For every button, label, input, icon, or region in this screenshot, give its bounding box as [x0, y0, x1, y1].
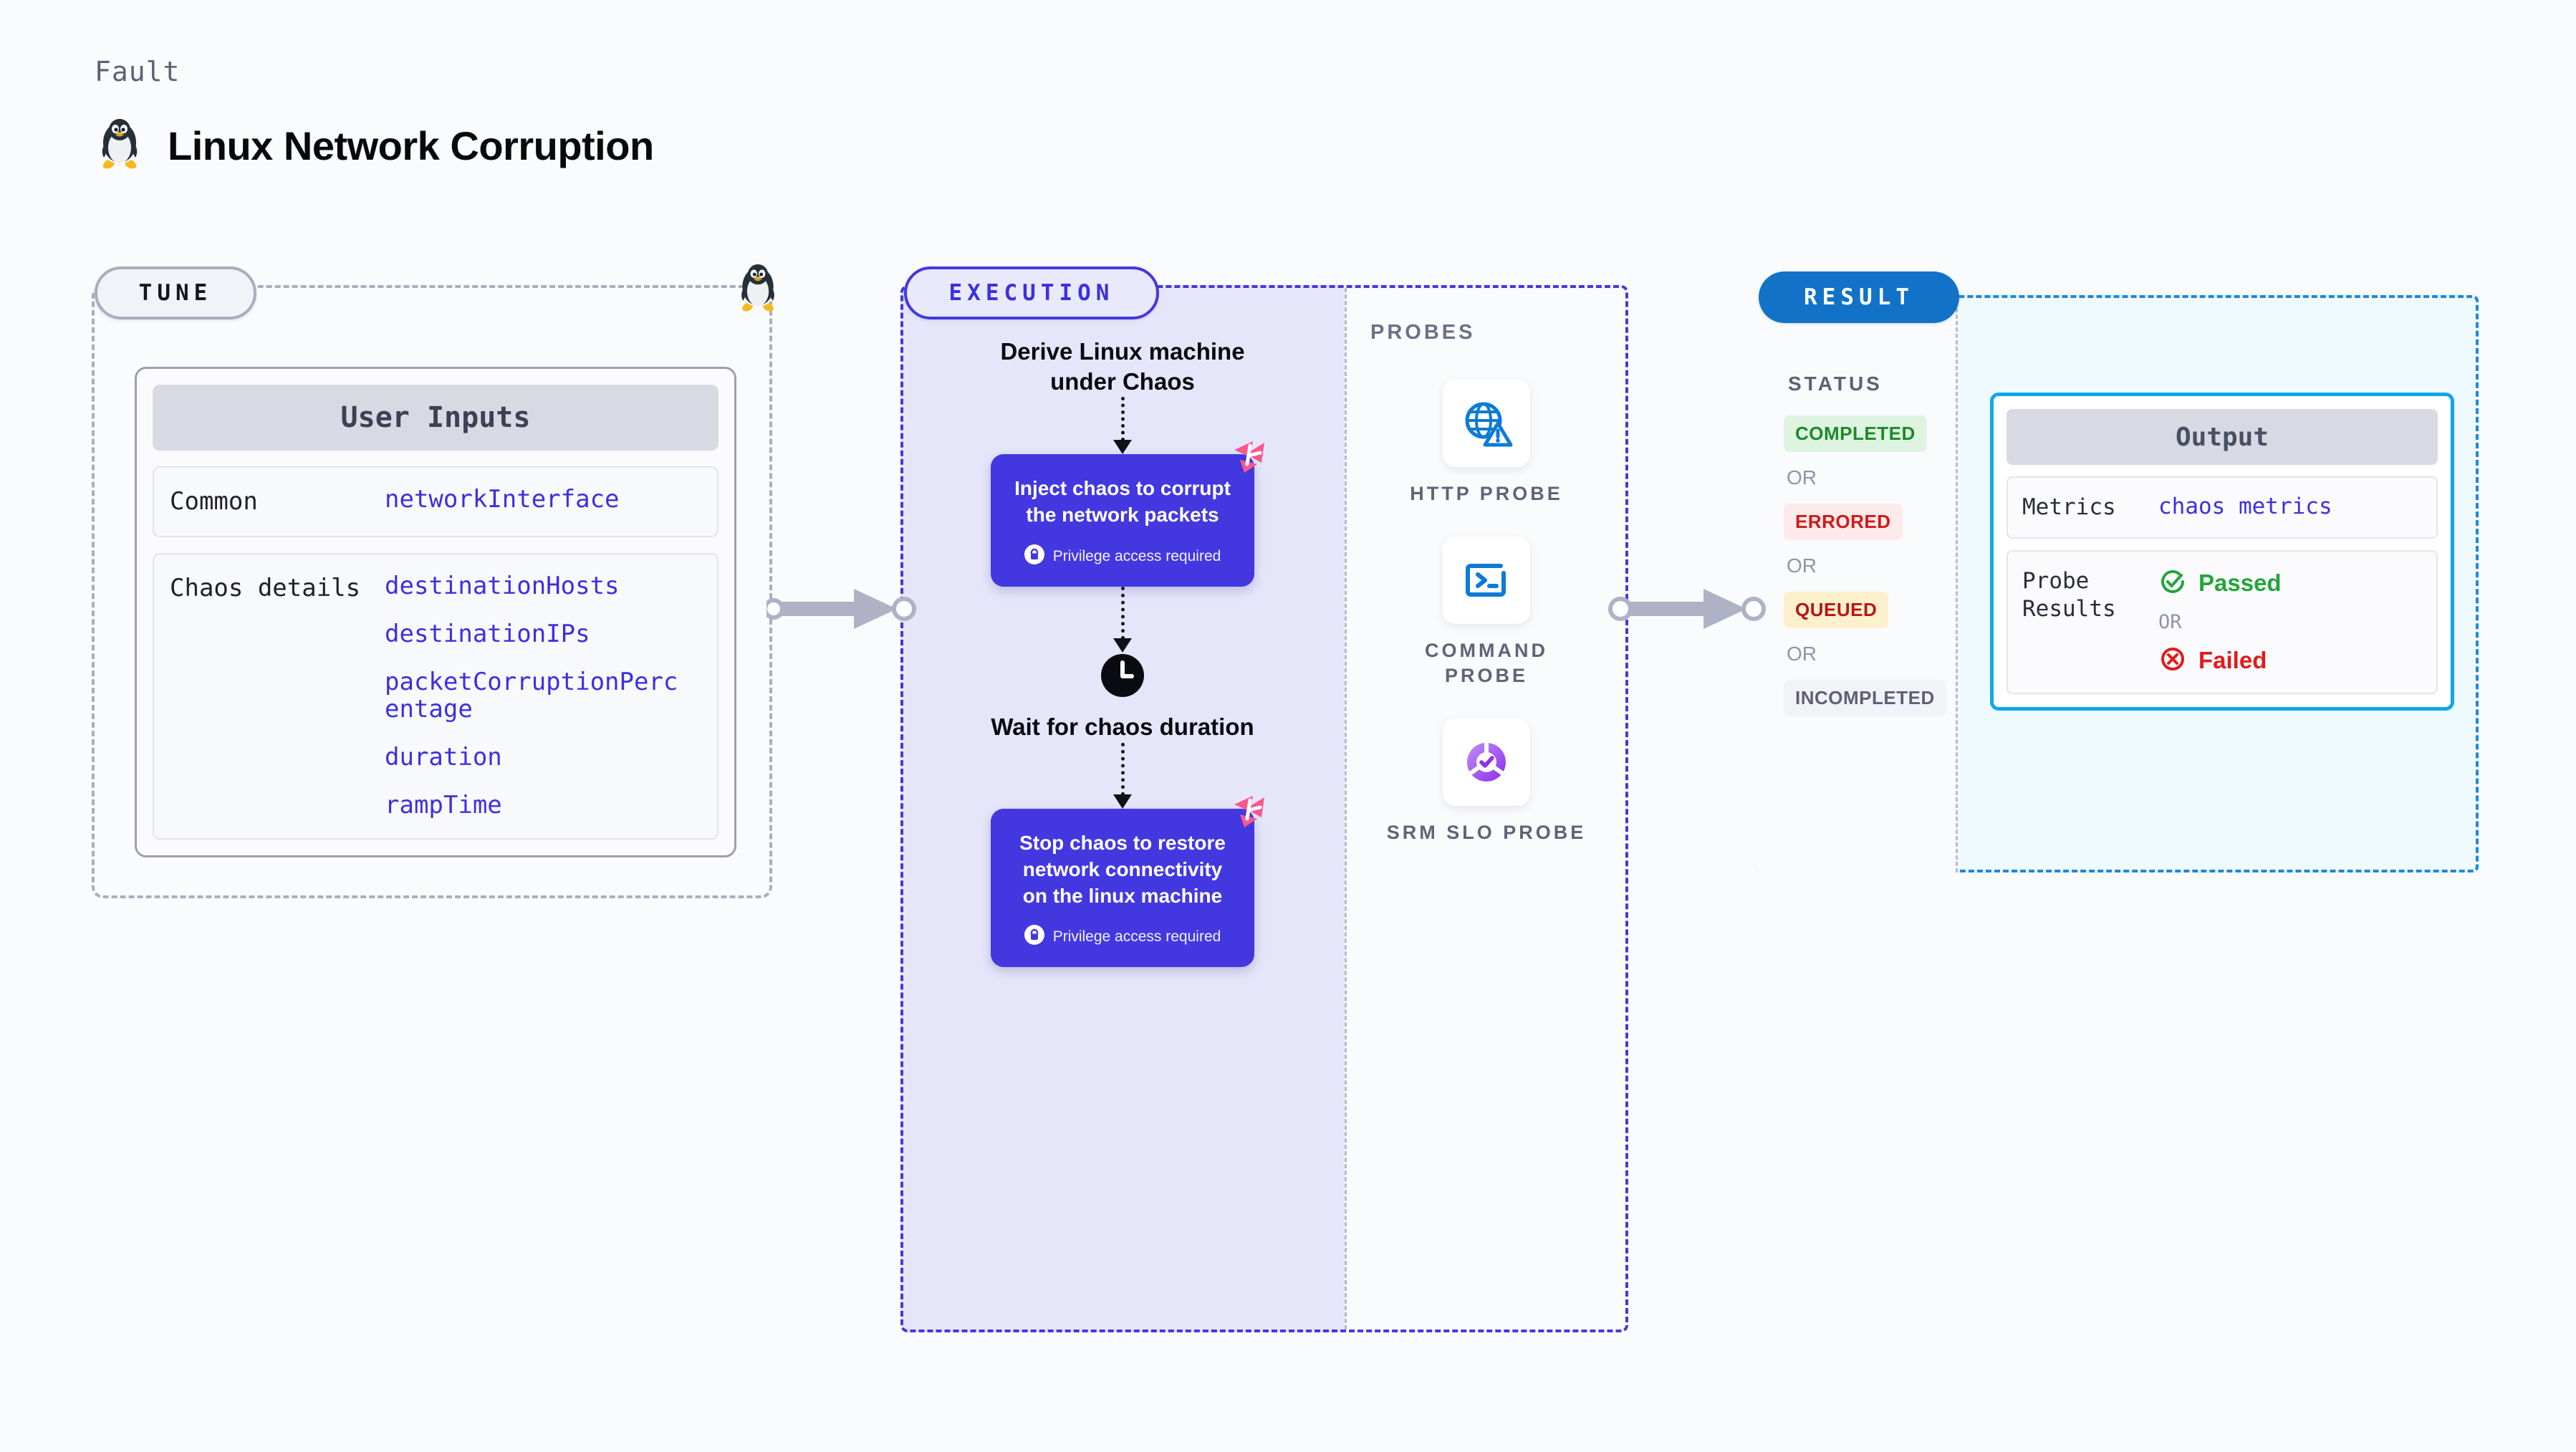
derive-step-label: Derive Linux machine under Chaos — [1000, 338, 1245, 395]
result-badge: RESULT — [1759, 271, 1959, 323]
execution-flow: Derive Linux machine under Chaos Inject … — [900, 337, 1345, 968]
privilege-text: Privilege access required — [1052, 928, 1221, 945]
output-row-key: Probe Results — [2022, 567, 2116, 622]
privilege-row: Privilege access required — [1009, 544, 1236, 568]
stop-chaos-title: Stop chaos to restore network connectivi… — [1019, 831, 1226, 907]
fault-eyebrow-label: Fault — [95, 56, 181, 87]
user-inputs-card: User Inputs Common networkInterface Chao… — [135, 367, 736, 857]
probe-result-or: OR — [2158, 610, 2182, 633]
clock-icon — [1100, 653, 1145, 702]
status-or: OR — [1787, 554, 1817, 577]
result-status-column — [1755, 295, 1958, 872]
probe-passed-label: Passed — [2198, 569, 2282, 597]
flow-arrow-2 — [1113, 587, 1132, 653]
output-metrics-value[interactable]: chaos metrics — [2158, 494, 2332, 519]
probe-label: COMMAND PROBE — [1425, 640, 1548, 687]
status-badge-errored: ERRORED — [1784, 504, 1903, 540]
stop-chaos-card[interactable]: Stop chaos to restore network connectivi… — [991, 795, 1264, 968]
output-row-metrics: Metrics chaos metrics — [2007, 476, 2438, 539]
connector-execution-to-result — [1605, 582, 1777, 640]
probe-item-http[interactable]: HTTP PROBE — [1410, 380, 1563, 506]
output-card: Output Metrics chaos metrics Probe Resul… — [1990, 393, 2454, 711]
tune-panel — [92, 285, 772, 898]
lock-icon — [1024, 544, 1044, 568]
page-title-row: Linux Network Corruption — [97, 118, 654, 173]
tune-row-key: Common — [170, 487, 258, 516]
status-options: COMPLETED OR ERRORED OR QUEUED OR INCOMP… — [1784, 415, 1963, 716]
probe-item-command[interactable]: COMMAND PROBE — [1386, 537, 1587, 688]
probe-label: SRM SLO PROBE — [1386, 822, 1587, 844]
status-heading: STATUS — [1788, 372, 1883, 395]
litmus-chaos-icon — [1229, 436, 1270, 481]
probe-item-srm-slo[interactable]: SRM SLO PROBE — [1387, 718, 1587, 845]
execution-badge: EXECUTION — [904, 266, 1159, 319]
status-or: OR — [1787, 643, 1817, 665]
tux-penguin-corner-icon — [736, 264, 779, 316]
status-badge-queued: QUEUED — [1784, 592, 1889, 628]
tux-penguin-icon — [97, 118, 142, 173]
tune-row-key: Chaos details — [170, 573, 361, 602]
tune-value[interactable]: duration — [385, 743, 502, 772]
status-badge-incompleted: INCOMPLETED — [1784, 680, 1946, 716]
probe-label: HTTP PROBE — [1410, 483, 1563, 504]
privilege-row: Privilege access required — [1009, 925, 1236, 948]
execution-probes-panel — [900, 285, 1628, 1332]
probes-list: HTTP PROBE COMMAND PROBE — [1345, 380, 1628, 845]
tune-value[interactable]: destinationHosts — [385, 571, 620, 600]
status-or: OR — [1787, 466, 1817, 489]
tune-value[interactable]: destinationIPs — [385, 619, 590, 648]
tune-value[interactable]: rampTime — [385, 791, 502, 820]
terminal-prompt-icon — [1443, 537, 1530, 625]
probe-result-passed: Passed — [2158, 567, 2282, 600]
wait-step-label: Wait for chaos duration — [991, 713, 1254, 741]
inject-chaos-card[interactable]: Inject chaos to corrupt the network pack… — [991, 441, 1264, 587]
status-badge-completed: COMPLETED — [1784, 415, 1927, 452]
globe-warning-icon — [1443, 380, 1530, 467]
tune-row-common: Common networkInterface — [153, 466, 719, 537]
user-inputs-title: User Inputs — [153, 385, 719, 451]
tune-row-chaos-details: Chaos details destinationHosts destinati… — [153, 552, 719, 840]
inject-chaos-title: Inject chaos to corrupt the network pack… — [1014, 477, 1231, 527]
output-title: Output — [2007, 409, 2438, 465]
flow-arrow-3 — [1113, 742, 1132, 809]
output-row-probe-results: Probe Results Passed OR — [2007, 549, 2438, 694]
probe-failed-label: Failed — [2198, 647, 2267, 674]
probes-label: PROBES — [1370, 321, 1476, 344]
tune-badge: TUNE — [95, 266, 256, 319]
tune-value[interactable]: packetCorruptionPercentage — [385, 668, 678, 723]
page-title: Linux Network Corruption — [168, 123, 654, 168]
x-circle-icon — [2158, 645, 2187, 677]
tune-value[interactable]: networkInterface — [385, 485, 620, 514]
litmus-chaos-icon — [1229, 790, 1270, 835]
probe-result-failed: Failed — [2158, 645, 2282, 677]
execution-probes-divider — [1345, 288, 1347, 1330]
connector-tune-to-execution — [763, 582, 924, 640]
output-row-key: Metrics — [2022, 494, 2116, 520]
flow-arrow-1 — [1113, 397, 1132, 455]
privilege-text: Privilege access required — [1052, 547, 1221, 564]
check-circle-icon — [2158, 567, 2187, 600]
slo-gauge-check-icon — [1443, 718, 1530, 807]
lock-icon — [1024, 925, 1044, 948]
